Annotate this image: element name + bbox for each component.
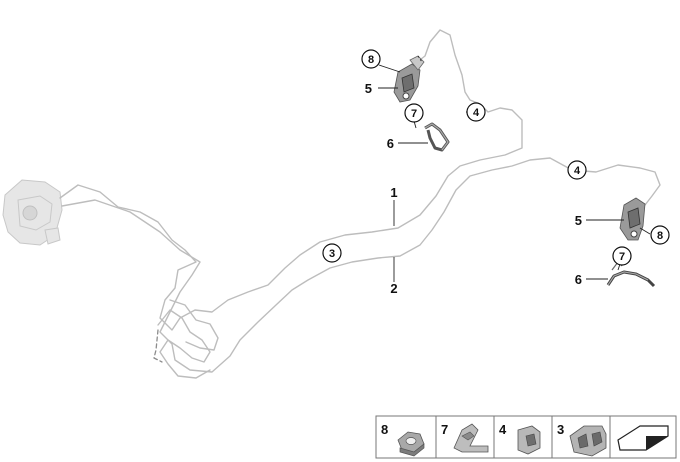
front-brake-hose xyxy=(424,122,450,152)
legend-number-7: 7 xyxy=(441,422,448,437)
svg-text:3: 3 xyxy=(329,248,335,260)
svg-text:4: 4 xyxy=(574,165,581,177)
callout-4-right: 4 xyxy=(567,160,587,180)
callout-3: 3 xyxy=(322,243,342,263)
rear-brake-hose-bracket xyxy=(619,197,646,241)
svg-text:7: 7 xyxy=(411,108,417,120)
double-line-clip-icon xyxy=(569,425,607,457)
callout-7-top: 7 xyxy=(404,103,424,123)
label-5-top: 5 xyxy=(365,81,372,96)
label-6-right: 6 xyxy=(575,272,582,287)
abs-hydraulic-unit xyxy=(2,179,63,246)
legend-number-3: 3 xyxy=(557,422,564,437)
callout-8-top: 8 xyxy=(361,49,381,69)
label-2: 2 xyxy=(390,281,397,296)
legend-number-4: 4 xyxy=(499,422,507,437)
brake-line-1 xyxy=(59,29,523,331)
rear-brake-hose xyxy=(606,261,656,288)
line-routing-bend xyxy=(153,299,219,379)
svg-text:8: 8 xyxy=(657,230,663,242)
brake-line-2 xyxy=(61,157,661,373)
svg-text:8: 8 xyxy=(368,54,374,66)
single-line-clip-icon xyxy=(517,425,541,455)
callout-8-right: 8 xyxy=(650,225,670,245)
callout-7-right: 7 xyxy=(612,246,632,266)
label-5-right: 5 xyxy=(575,213,582,228)
front-brake-hose-bracket xyxy=(393,55,425,103)
hex-nut-icon xyxy=(397,431,425,457)
leader-lines xyxy=(378,55,651,282)
svg-text:4: 4 xyxy=(473,107,480,119)
parts-legend: 8 7 4 3 xyxy=(375,415,677,459)
callout-4-top: 4 xyxy=(466,102,486,122)
label-1: 1 xyxy=(390,185,397,200)
direction-arrow-icon xyxy=(617,425,669,451)
bracket-clip-icon xyxy=(453,423,489,453)
legend-number-8: 8 xyxy=(381,422,388,437)
svg-text:7: 7 xyxy=(619,251,625,263)
label-6-top: 6 xyxy=(387,136,394,151)
